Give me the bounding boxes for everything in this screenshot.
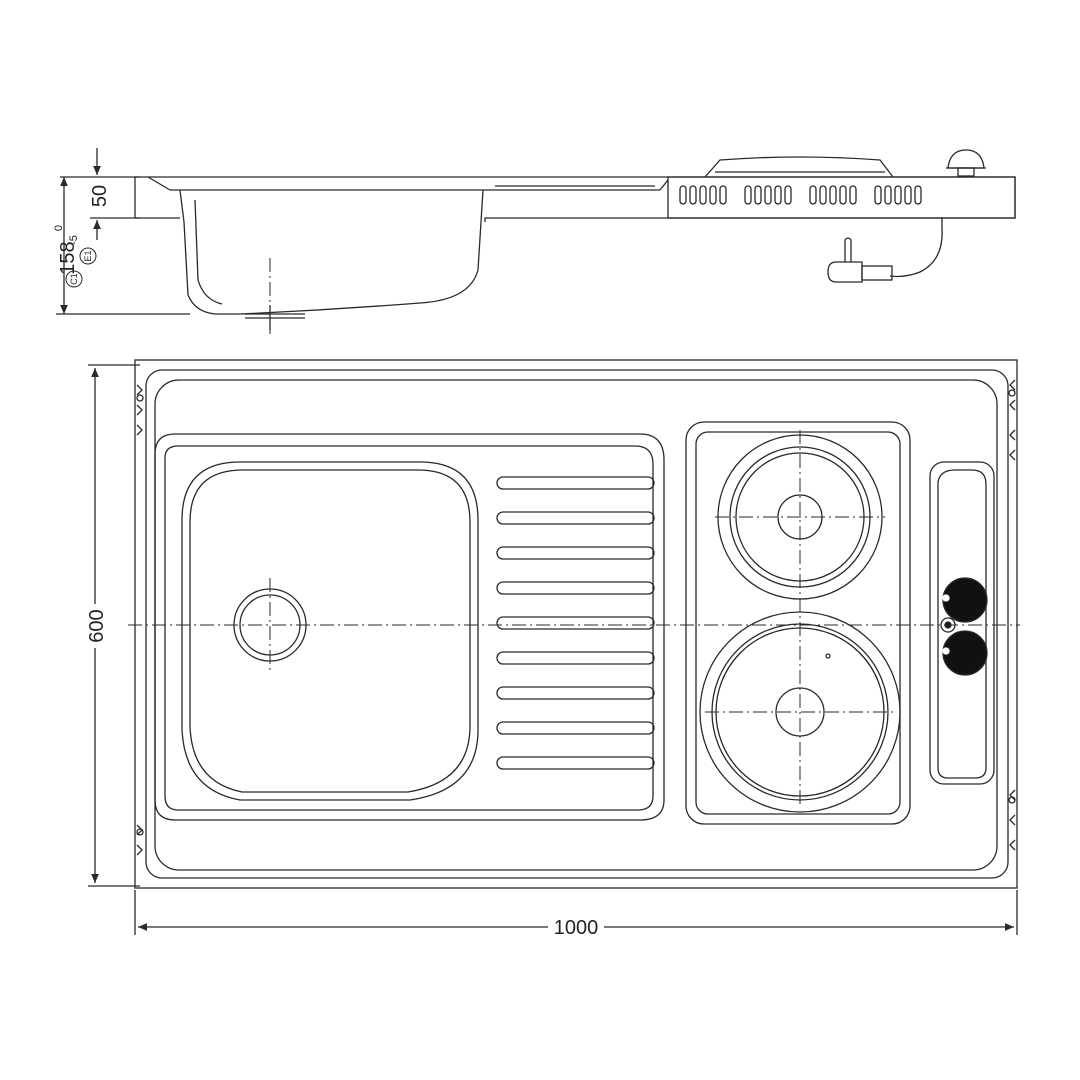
sink-recess [154, 433, 665, 821]
top-outline [134, 359, 1018, 889]
side-deck-outline [135, 176, 1016, 222]
side-vents [679, 185, 922, 205]
centre-lines [128, 258, 1020, 808]
dimension-width-label: 1000 [554, 917, 599, 939]
drainer-ribs [496, 476, 655, 770]
tolerance-upper-label: 0 [53, 225, 65, 231]
side-bowl-outline [179, 189, 484, 315]
dimension-deck-height-label: 50 [89, 185, 111, 207]
control-panel [929, 461, 995, 785]
side-hotplate [704, 156, 894, 178]
callout-e1: E1 [79, 247, 97, 265]
power-plug [827, 261, 863, 283]
dimension-bowl-depth-label: 158 [57, 241, 79, 274]
mounting-clips [136, 379, 1016, 856]
power-plug-strain [861, 265, 893, 281]
callout-e1-label: E1 [83, 250, 93, 261]
control-knobs [940, 577, 988, 676]
hob-recess [685, 421, 911, 825]
side-knob [947, 149, 985, 169]
side-view [56, 148, 1016, 330]
callout-c1-label: C1 [69, 273, 79, 285]
tolerance-lower-label: -5 [68, 235, 80, 245]
power-cable [889, 218, 943, 278]
top-view [134, 359, 1018, 889]
callout-c1: C1 [65, 270, 83, 288]
top-inner-edge [145, 369, 1009, 879]
sink-bowl [181, 461, 479, 801]
side-hob-body [667, 176, 1016, 219]
dimension-depth-label: 600 [86, 609, 108, 642]
